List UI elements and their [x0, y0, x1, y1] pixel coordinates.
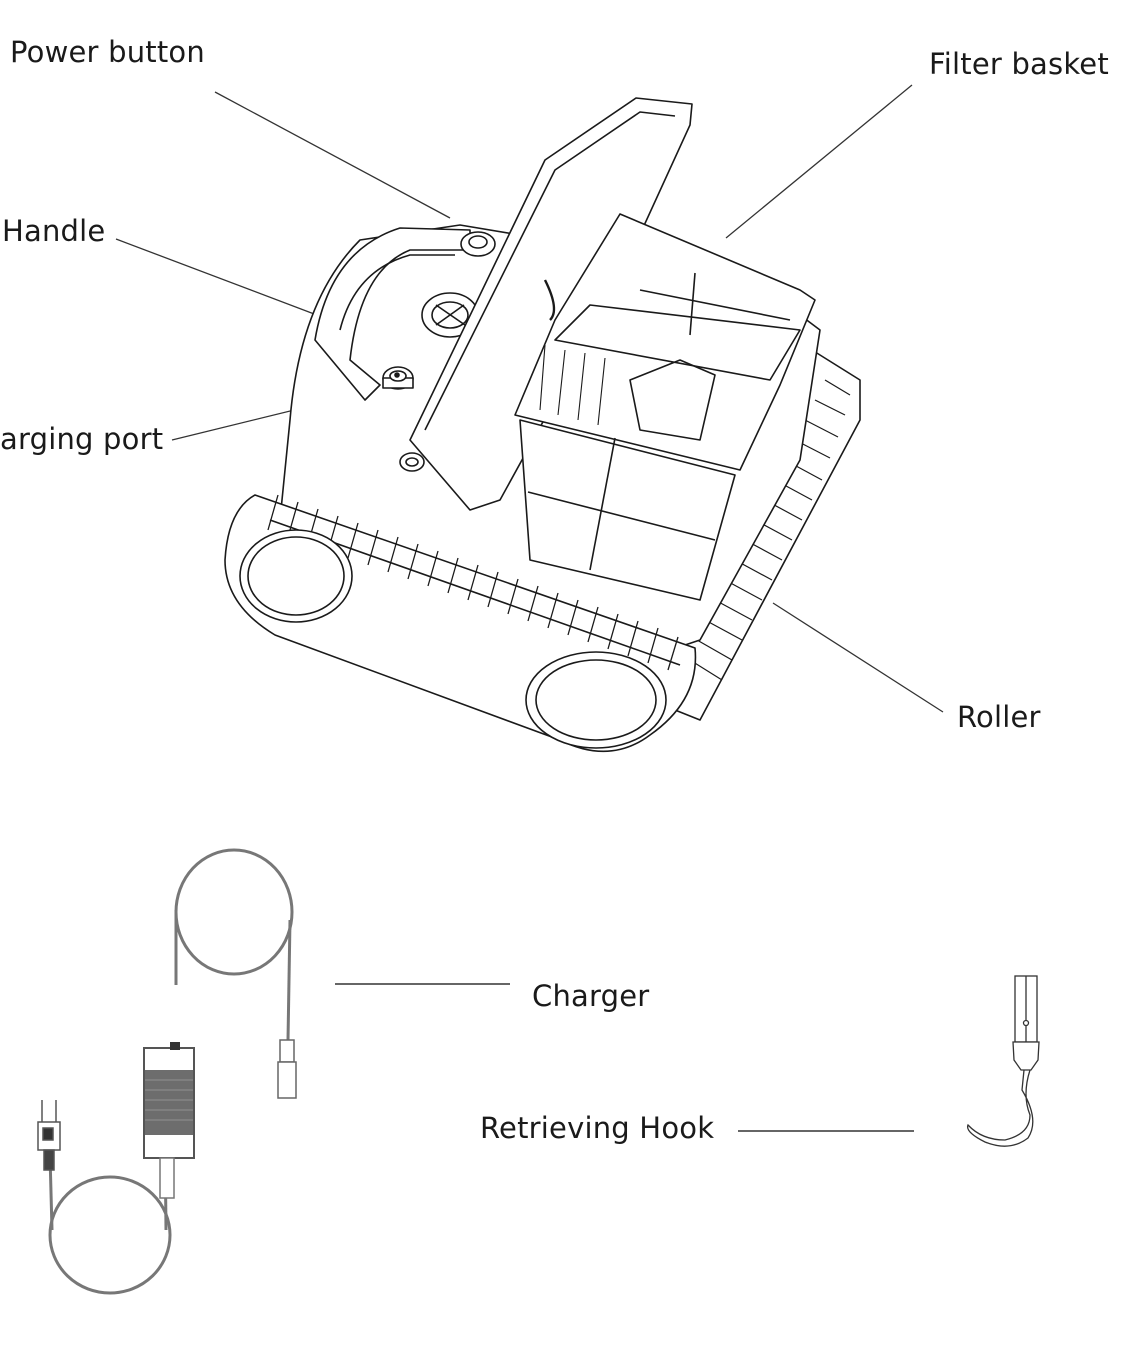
charging-port — [382, 366, 414, 390]
charger-dc-connector — [277, 1039, 297, 1099]
charger-strain-relief — [159, 1157, 175, 1199]
charger-lower-cable-loop — [48, 1175, 172, 1295]
hook-curve — [966, 1069, 1034, 1147]
filter-basket-leader — [725, 84, 913, 239]
rear-wheel — [525, 651, 667, 749]
filter-basket — [514, 213, 816, 601]
handle — [314, 227, 471, 401]
handle-label: Handle — [2, 214, 106, 248]
charger-ac-plug — [37, 1100, 61, 1171]
power-button — [460, 231, 496, 257]
charger-power-brick — [143, 1042, 195, 1159]
power-button-label: Power button — [10, 35, 205, 69]
filter-basket-label: Filter basket — [929, 47, 1109, 81]
power-button-leader — [214, 91, 451, 219]
top-lid — [409, 97, 693, 511]
front-wheel — [239, 529, 353, 623]
retrieving-hook-label: Retrieving Hook — [480, 1111, 715, 1145]
roller-leader — [772, 602, 944, 713]
handle-leader — [115, 238, 331, 321]
front-track — [224, 494, 697, 753]
roller-label: Roller — [957, 700, 1041, 734]
charging-port-label: arging port — [0, 422, 164, 456]
charger-label: Charger — [532, 979, 650, 1013]
hook-clamp — [1012, 1041, 1040, 1071]
